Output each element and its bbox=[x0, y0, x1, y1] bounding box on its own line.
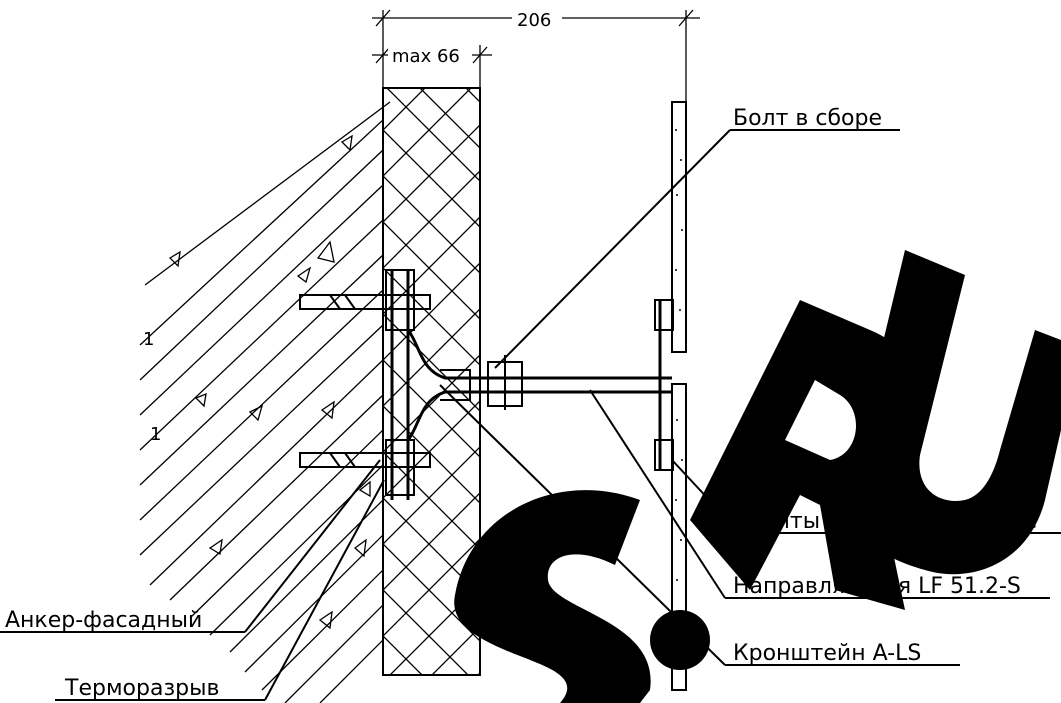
label-tiles: Плиты керамогранитные bbox=[745, 509, 1037, 534]
label-anchor: Анкер-фасадный bbox=[5, 608, 202, 633]
marker-1-top: 1 bbox=[143, 329, 154, 350]
label-bracket: Кронштейн A-LS bbox=[733, 641, 921, 666]
ceramic-panels bbox=[671, 101, 687, 691]
label-thermal-break: Терморазрыв bbox=[64, 676, 219, 701]
aggregate-marks bbox=[168, 134, 371, 630]
dimensions: 206 max 66 bbox=[372, 6, 700, 102]
dim-overall: 206 bbox=[517, 10, 551, 31]
bracket-assembly bbox=[385, 269, 674, 500]
label-guide: Направляющая LF 51.2-S bbox=[733, 574, 1021, 599]
dim-insulation: max 66 bbox=[392, 46, 460, 67]
leaders bbox=[0, 129, 1061, 701]
insulation-layer bbox=[382, 87, 481, 676]
concrete-wall bbox=[139, 119, 383, 703]
label-bolt: Болт в сборе bbox=[733, 106, 882, 131]
concrete-edge bbox=[144, 101, 391, 286]
marker-1-bottom: 1 bbox=[150, 424, 161, 445]
facade-anchors bbox=[299, 294, 431, 468]
